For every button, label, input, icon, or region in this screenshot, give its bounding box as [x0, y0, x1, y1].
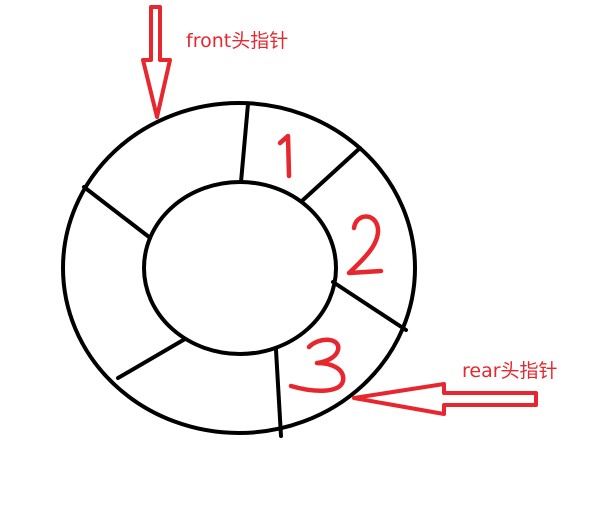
- divider-top: [239, 102, 250, 184]
- divider-left: [82, 185, 151, 239]
- slot-number-1: [277, 133, 292, 179]
- slot-number-2: [346, 214, 384, 276]
- divider-top-right: [301, 146, 362, 202]
- divider-bottom: [274, 348, 283, 438]
- rear-pointer-label: rear头指针: [462, 360, 558, 382]
- front-pointer-label: front头指针: [186, 30, 289, 52]
- inner-ring: [142, 180, 338, 356]
- front-pointer-arrow: [141, 5, 172, 119]
- slot-number-3: [288, 337, 346, 393]
- divider-right: [331, 280, 408, 332]
- outer-ring: [61, 101, 417, 435]
- divider-bottom-left: [116, 337, 187, 380]
- rear-pointer-arrow: [352, 382, 538, 416]
